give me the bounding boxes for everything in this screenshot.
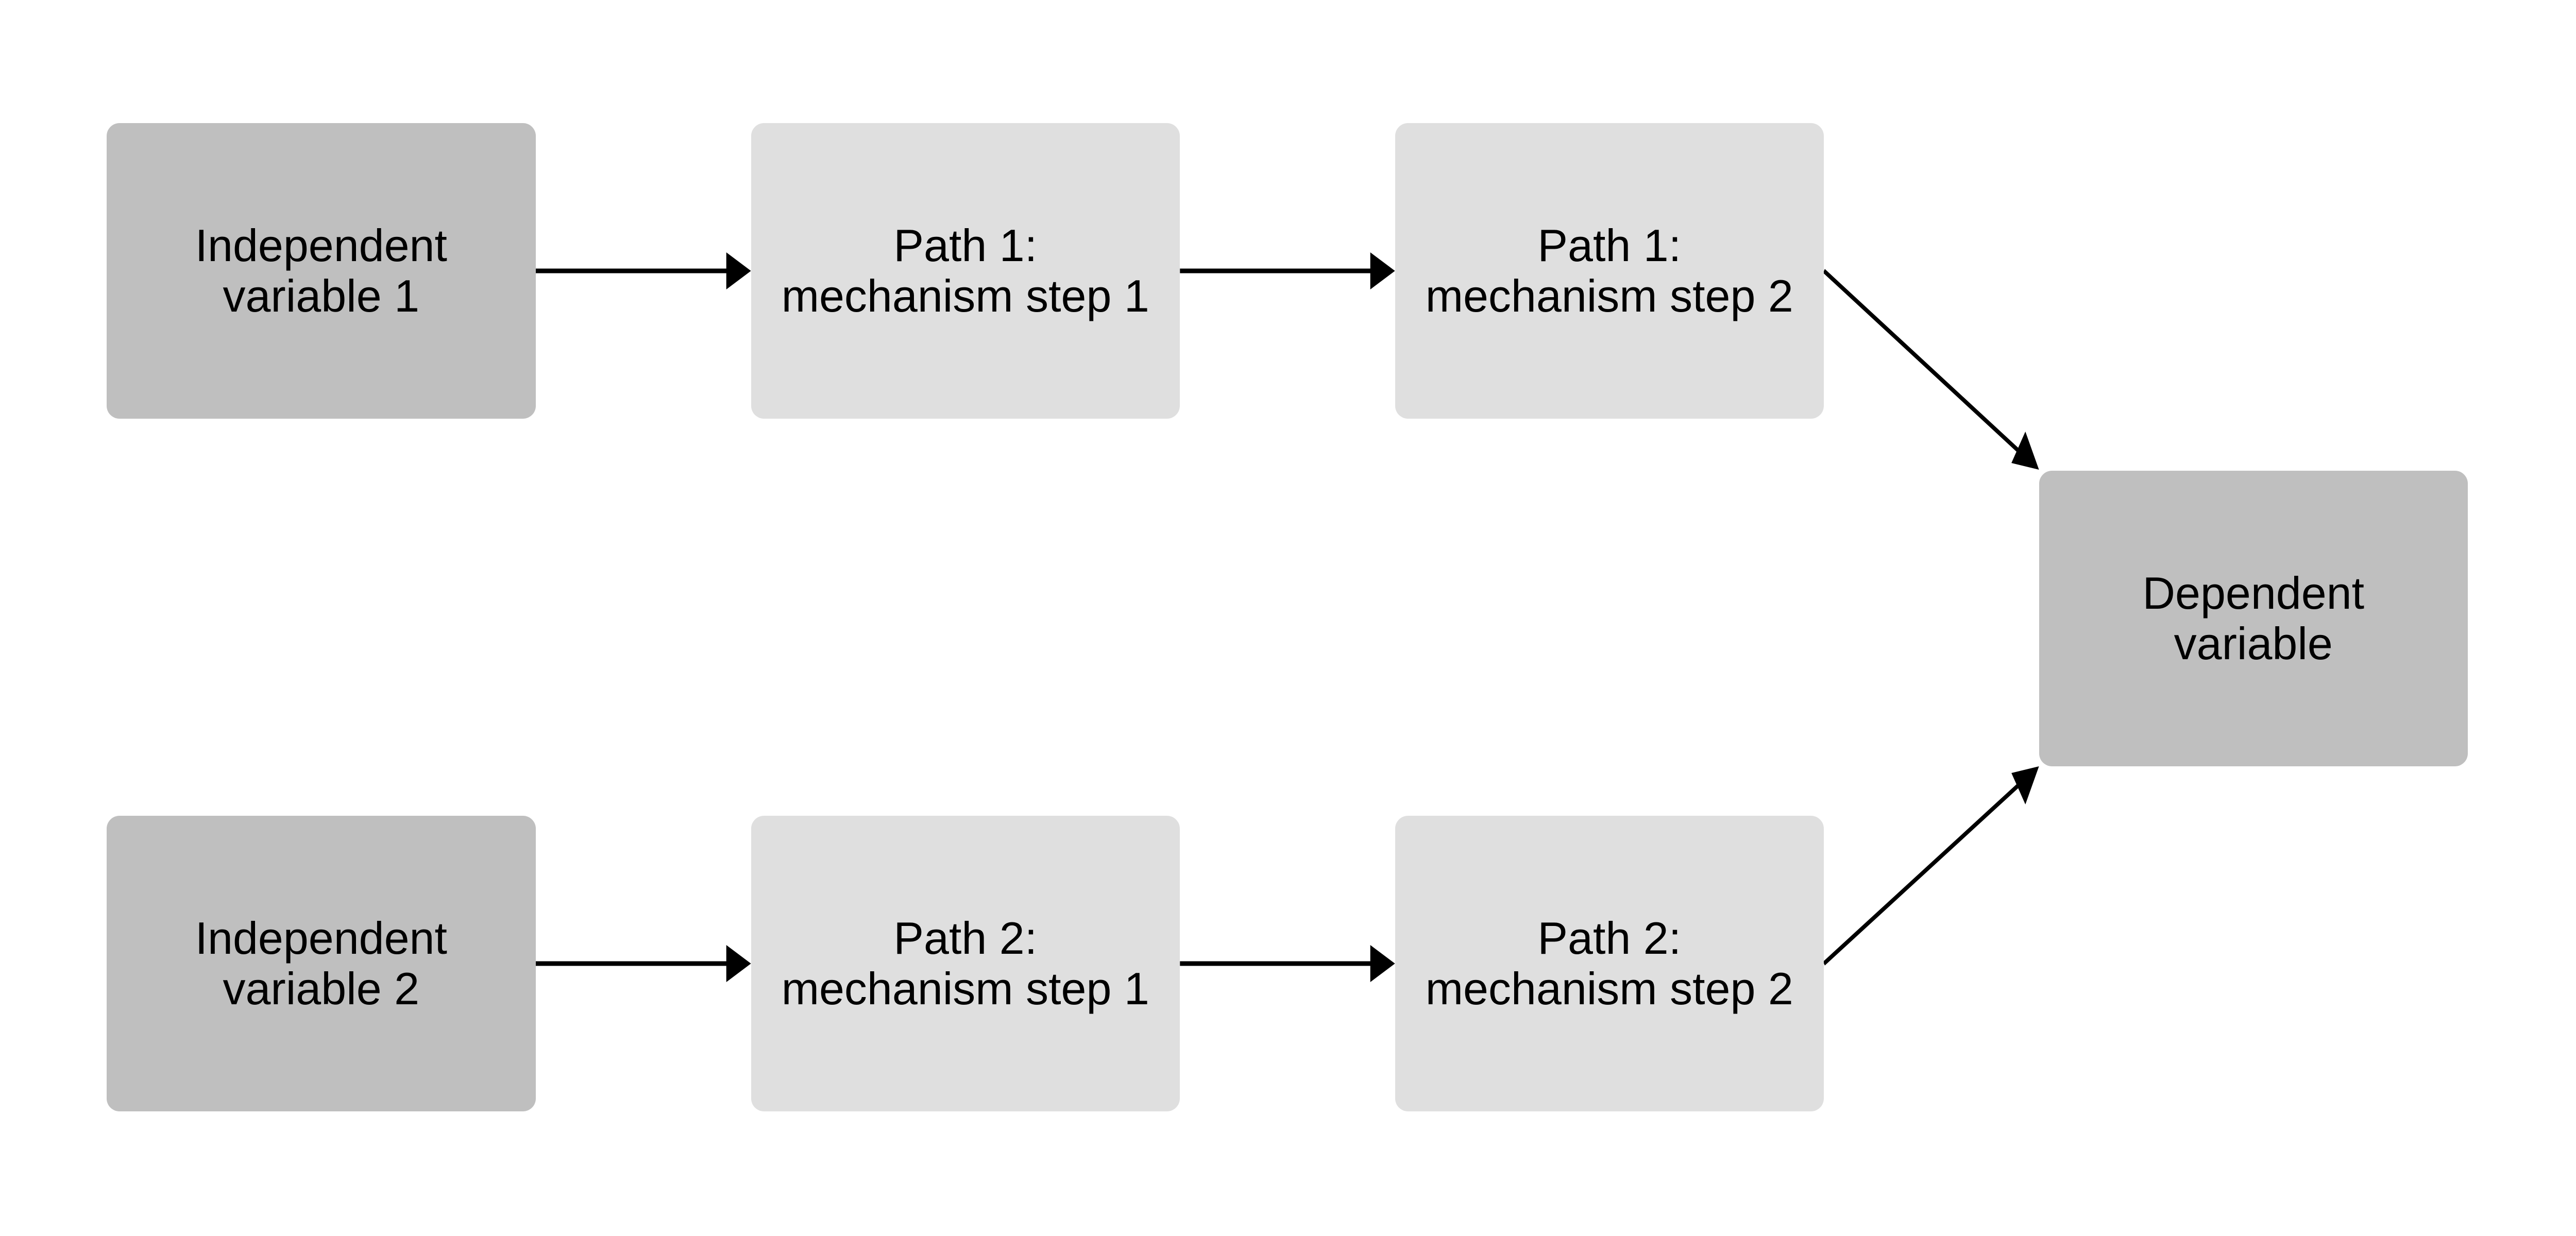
arrowhead-icon — [726, 945, 751, 982]
node-path1-step1: Path 1: mechanism step 1 — [751, 123, 1180, 419]
node-dependent-variable: Dependent variable — [2039, 471, 2468, 766]
arrowhead-icon — [2011, 432, 2039, 470]
node-independent-variable-1: Independent variable 1 — [107, 123, 536, 419]
arrowhead-icon — [1370, 252, 1395, 289]
node-label-line2: mechanism step 2 — [1425, 270, 1793, 321]
arrowhead-icon — [1370, 945, 1395, 982]
node-label-line1: Independent — [195, 913, 447, 964]
node-label-line2: mechanism step 1 — [781, 270, 1149, 321]
node-independent-variable-2: Independent variable 2 — [107, 816, 536, 1111]
node-path1-step2: Path 1: mechanism step 2 — [1395, 123, 1824, 419]
node-label-line1: Independent — [195, 220, 447, 271]
node-path2-step1: Path 2: mechanism step 1 — [751, 816, 1180, 1111]
node-label-line1: Path 1: — [1537, 220, 1682, 271]
arrowhead-icon — [726, 252, 751, 289]
node-label-line1: Dependent — [2142, 568, 2365, 619]
node-label-line2: mechanism step 1 — [781, 963, 1149, 1014]
node-label-line2: mechanism step 2 — [1425, 963, 1793, 1014]
node-label-line1: Path 2: — [1537, 913, 1682, 964]
node-label-line2: variable — [2174, 618, 2333, 669]
arrow-p1s2-to-dv — [1823, 269, 2026, 459]
node-label-line2: variable 1 — [223, 270, 420, 321]
arrowhead-icon — [2011, 766, 2039, 804]
node-label-line1: Path 1: — [893, 220, 1038, 271]
arrow-p2s2-to-dv — [1823, 777, 2026, 966]
node-label-line2: variable 2 — [223, 963, 420, 1014]
node-label-line1: Path 2: — [893, 913, 1038, 964]
node-path2-step2: Path 2: mechanism step 2 — [1395, 816, 1824, 1111]
